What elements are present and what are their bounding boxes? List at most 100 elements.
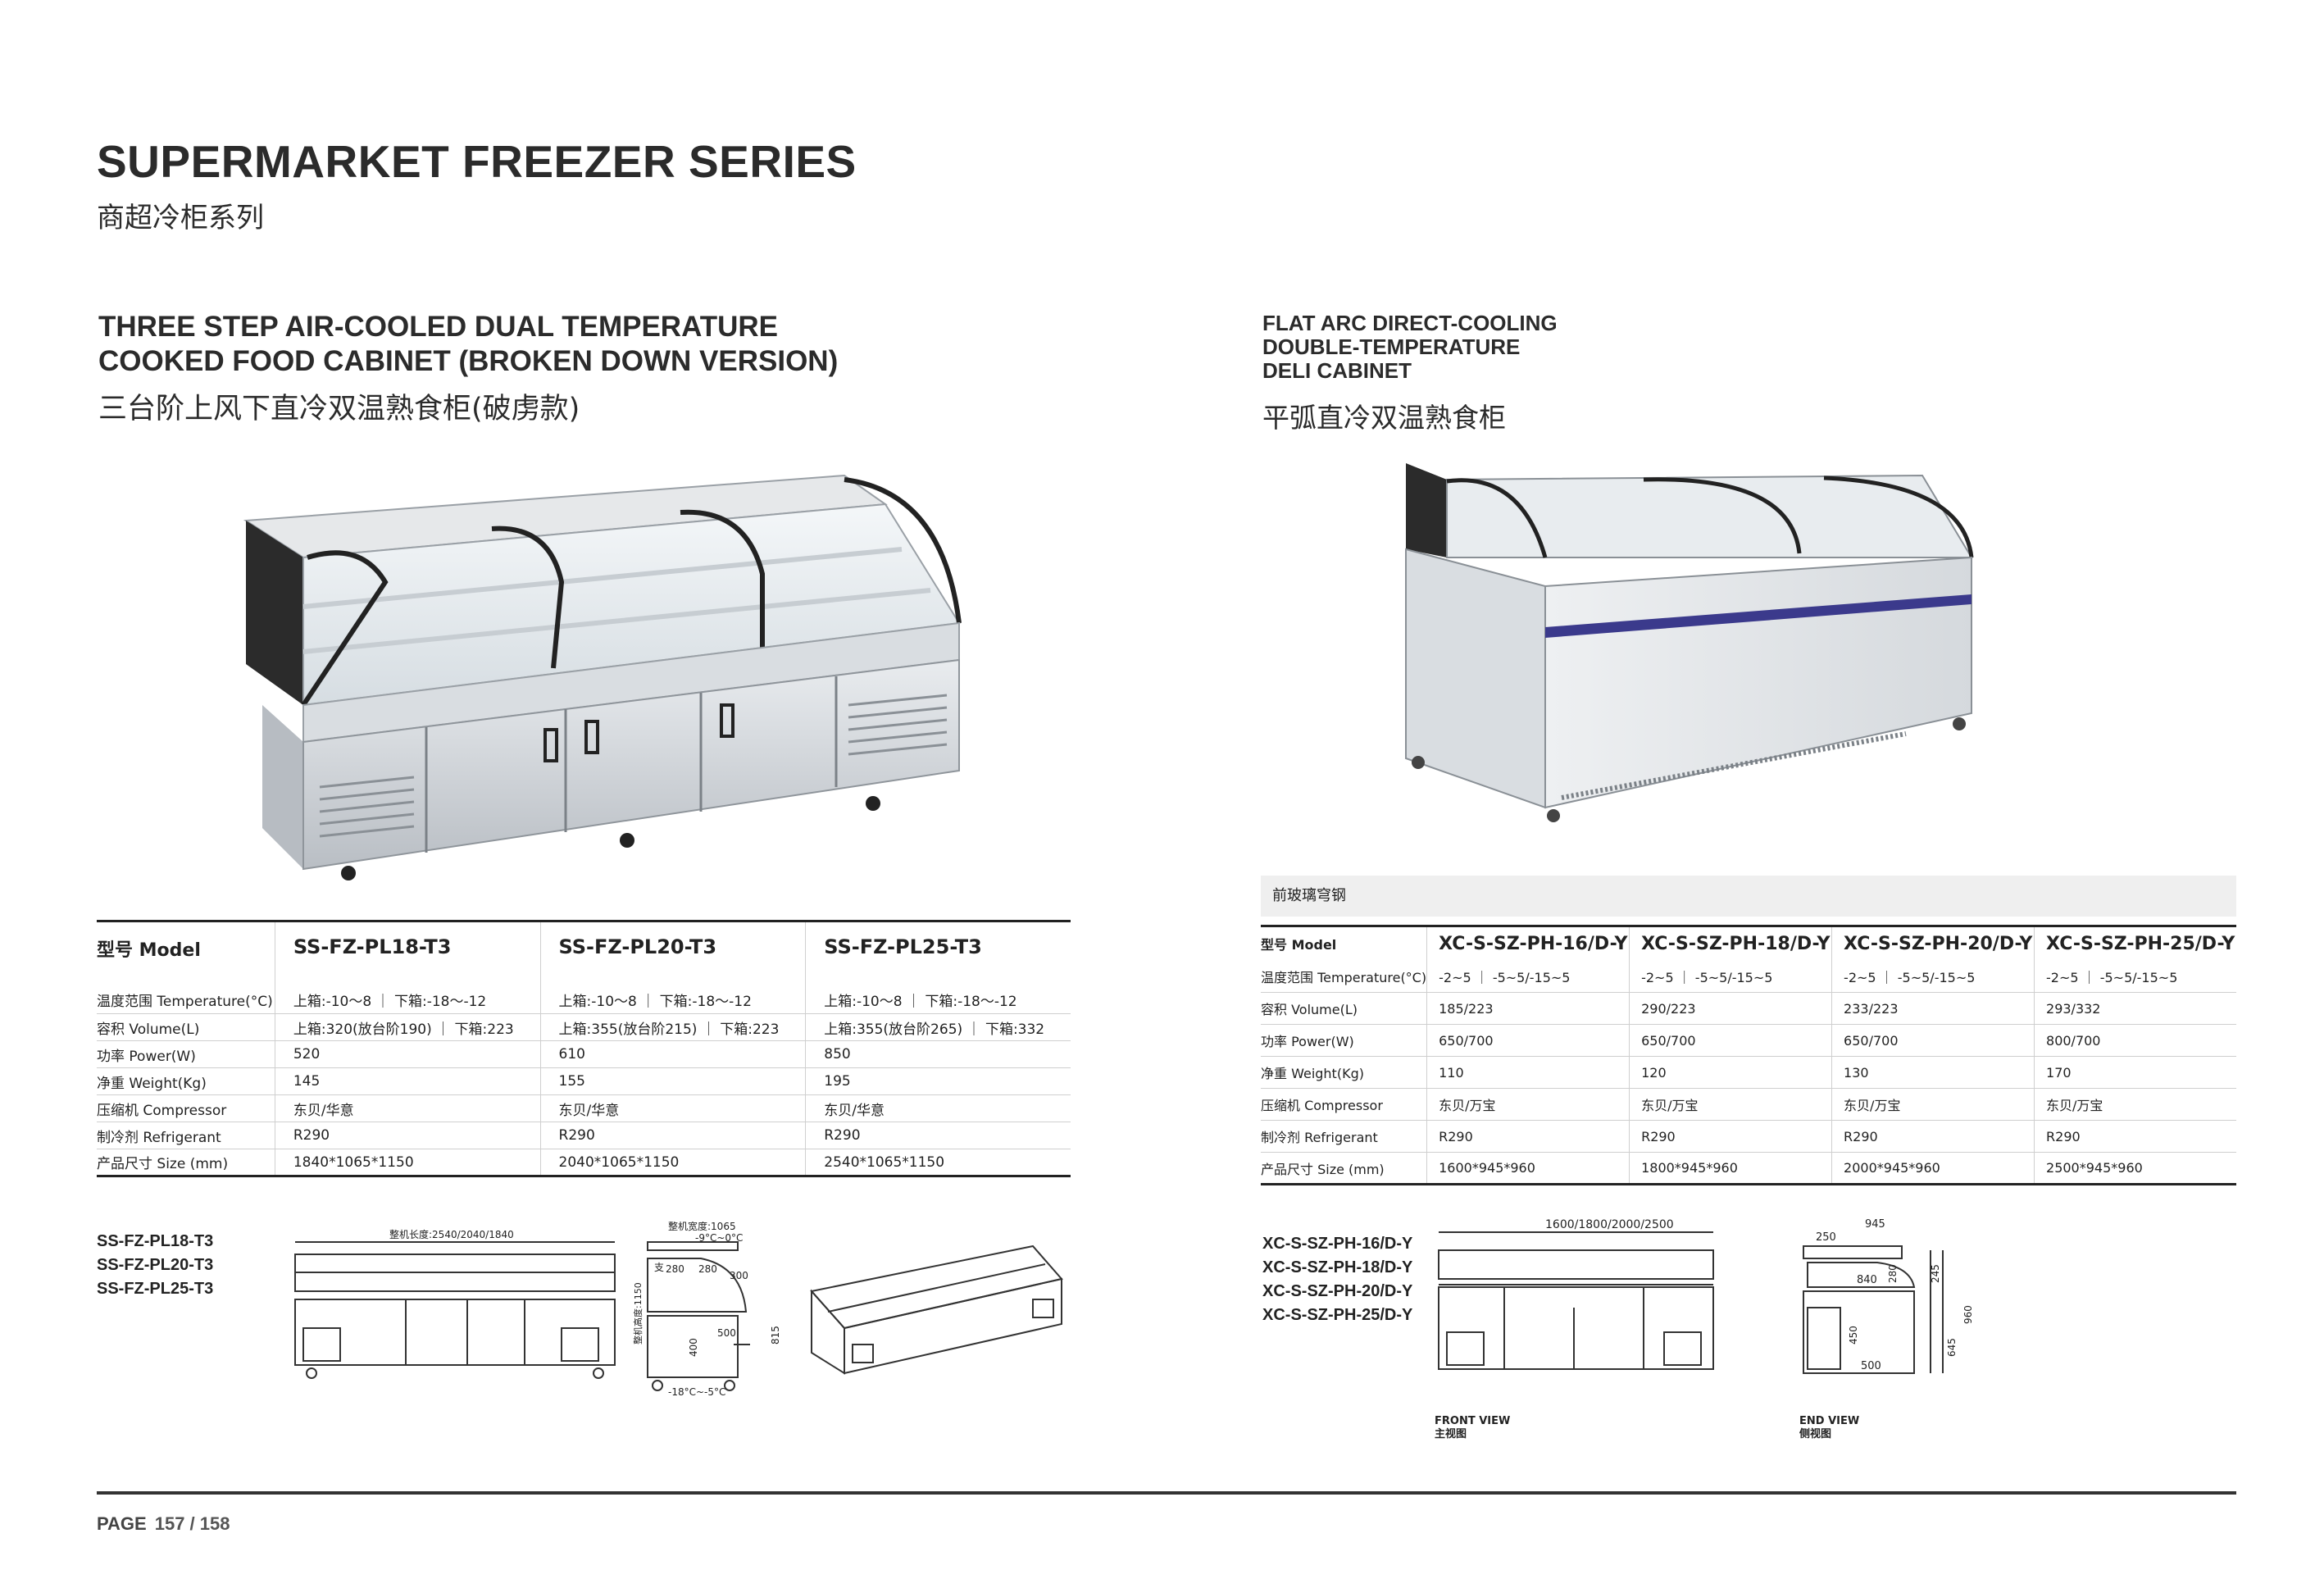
dim-300: 300 bbox=[730, 1270, 748, 1281]
page-subtitle-cn: 商超冷柜系列 bbox=[97, 202, 264, 234]
table-cell: 520 bbox=[274, 1040, 541, 1068]
table-row: 净重 Weight(Kg) 145 155 195 bbox=[97, 1067, 1071, 1095]
dim-450: 450 bbox=[1848, 1326, 1859, 1345]
row-label: 功率 Power(W) bbox=[97, 1040, 275, 1068]
table-cell: 东贝/华意 bbox=[274, 1094, 541, 1122]
table-cell: 2540*1065*1150 bbox=[805, 1149, 1071, 1177]
right-product-title-cn: 平弧直冷双温熟食柜 bbox=[1262, 402, 1506, 434]
table-row: 功率 Power(W) 520 610 850 bbox=[97, 1040, 1071, 1068]
right-title-line1: FLAT ARC DIRECT-COOLING bbox=[1262, 311, 1558, 335]
right-product-title: FLAT ARC DIRECT-COOLING DOUBLE-TEMPERATU… bbox=[1262, 312, 1558, 383]
model-item: XC-S-SZ-PH-16/D-Y bbox=[1262, 1235, 1413, 1253]
left-title-line1: THREE STEP AIR-COOLED DUAL TEMPERATURE bbox=[98, 311, 779, 343]
right-title-line3: DELI CABINET bbox=[1262, 358, 1412, 383]
front-length-label: 1600/1800/2000/2500 bbox=[1545, 1218, 1674, 1231]
table-cell: 800/700 bbox=[2034, 1024, 2236, 1057]
table-cell: R290 bbox=[1629, 1120, 1832, 1153]
table-cell: 东贝/万宝 bbox=[1426, 1088, 1630, 1121]
table-cell: R290 bbox=[805, 1122, 1071, 1149]
table-row: 净重 Weight(Kg) 110 120 130 170 bbox=[1261, 1056, 2236, 1089]
dim-280: 280 bbox=[1887, 1264, 1899, 1283]
temp-bottom-label: -18°C~-5°C bbox=[668, 1386, 725, 1398]
row-label: 温度范围 Temperature(°C) bbox=[1261, 960, 1427, 993]
right-title-line2: DOUBLE-TEMPERATURE bbox=[1262, 334, 1521, 359]
row-label: 压缩机 Compressor bbox=[97, 1094, 275, 1122]
table-cell: 155 bbox=[539, 1067, 806, 1095]
right-table-note: 前玻璃穹钢 bbox=[1261, 876, 2236, 917]
left-product-title-cn: 三台阶上风下直冷双温熟食柜(破虏款) bbox=[98, 393, 580, 425]
row-label: 净重 Weight(Kg) bbox=[97, 1067, 275, 1095]
table-cell: 东贝/华意 bbox=[805, 1094, 1071, 1122]
step-label: 支 bbox=[654, 1262, 664, 1273]
right-spec-table: 型号 Model XC-S-SZ-PH-16/D-Y XC-S-SZ-PH-18… bbox=[1261, 925, 2236, 1185]
dim-500: 500 bbox=[1861, 1360, 1881, 1372]
dim-815: 815 bbox=[770, 1326, 781, 1345]
table-cell: 上箱:-10～8 ｜ 下箱:-18～-12 bbox=[274, 986, 541, 1014]
table-cell: 2000*945*960 bbox=[1831, 1152, 2035, 1185]
dim-945: 945 bbox=[1865, 1218, 1885, 1231]
table-cell: 110 bbox=[1426, 1056, 1630, 1089]
table-cell: 290/223 bbox=[1629, 992, 1832, 1025]
table-row: 功率 Power(W) 650/700 650/700 650/700 800/… bbox=[1261, 1024, 2236, 1057]
row-label: 容积 Volume(L) bbox=[97, 1013, 275, 1041]
table-cell: 东贝/万宝 bbox=[1629, 1088, 1832, 1121]
table-header-cell: XC-S-SZ-PH-18/D-Y bbox=[1629, 925, 1832, 961]
page-footer: PAGE 157 / 158 bbox=[97, 1513, 230, 1535]
table-row: 温度范围 Temperature(°C) 上箱:-10～8 ｜ 下箱:-18～-… bbox=[97, 986, 1071, 1014]
table-cell: 130 bbox=[1831, 1056, 2035, 1089]
page-title: SUPERMARKET FREEZER SERIES bbox=[97, 136, 857, 187]
model-item: SS-FZ-PL25-T3 bbox=[97, 1280, 214, 1298]
left-product-title: THREE STEP AIR-COOLED DUAL TEMPERATURE C… bbox=[98, 310, 838, 379]
row-label: 温度范围 Temperature(°C) bbox=[97, 986, 275, 1014]
page-number: 157 / 158 bbox=[154, 1513, 230, 1534]
table-cell: 170 bbox=[2034, 1056, 2236, 1089]
table-cell: -2~5 ｜ -5~5/-15~5 bbox=[2034, 960, 2236, 993]
table-cell: 195 bbox=[805, 1067, 1071, 1095]
table-row: 压缩机 Compressor 东贝/万宝 东贝/万宝 东贝/万宝 东贝/万宝 bbox=[1261, 1088, 2236, 1121]
table-cell: 120 bbox=[1629, 1056, 1832, 1089]
table-header-cell: SS-FZ-PL20-T3 bbox=[539, 920, 806, 987]
width-label: 整机宽度:1065 bbox=[668, 1222, 736, 1232]
table-header-cell: SS-FZ-PL18-T3 bbox=[274, 920, 541, 987]
table-header-cell: XC-S-SZ-PH-20/D-Y bbox=[1831, 925, 2035, 961]
table-cell: 东贝/万宝 bbox=[2034, 1088, 2236, 1121]
table-header-cell: 型号 Model bbox=[97, 920, 275, 987]
table-row: 容积 Volume(L) 185/223 290/223 233/223 293… bbox=[1261, 992, 2236, 1025]
table-cell: R290 bbox=[1426, 1120, 1630, 1153]
left-technical-drawings: 整机长度:2540/2040/1840 整机宽度:1065 -9°C~0°C 支… bbox=[294, 1222, 1063, 1398]
table-header-cell: SS-FZ-PL25-T3 bbox=[805, 920, 1071, 987]
table-cell: 650/700 bbox=[1629, 1024, 1832, 1057]
left-spec-table: 型号 Model SS-FZ-PL18-T3 SS-FZ-PL20-T3 SS-… bbox=[97, 920, 1071, 1177]
table-cell: R290 bbox=[539, 1122, 806, 1149]
table-cell: 233/223 bbox=[1831, 992, 2035, 1025]
front-view-cn: 主视图 bbox=[1435, 1428, 1467, 1440]
length-label: 整机长度:2540/2040/1840 bbox=[389, 1228, 514, 1240]
model-item: XC-S-SZ-PH-18/D-Y bbox=[1262, 1258, 1413, 1276]
dim-245: 245 bbox=[1930, 1264, 1941, 1283]
table-row: 温度范围 Temperature(°C) -2~5 ｜ -5~5/-15~5 -… bbox=[1261, 960, 2236, 993]
model-item: XC-S-SZ-PH-25/D-Y bbox=[1262, 1306, 1413, 1324]
table-cell: R290 bbox=[2034, 1120, 2236, 1153]
model-item: SS-FZ-PL18-T3 bbox=[97, 1232, 214, 1250]
table-cell: 610 bbox=[539, 1040, 806, 1068]
page-label: PAGE bbox=[97, 1513, 147, 1534]
table-cell: 650/700 bbox=[1426, 1024, 1630, 1057]
table-cell: 上箱:355(放台阶265) ｜ 下箱:332 bbox=[805, 1013, 1071, 1041]
end-view-label: END VIEW 侧视图 bbox=[1799, 1415, 1859, 1441]
table-cell: 2040*1065*1150 bbox=[539, 1149, 806, 1177]
table-cell: -2~5 ｜ -5~5/-15~5 bbox=[1629, 960, 1832, 993]
height-label: 整机高度:1150 bbox=[632, 1282, 644, 1345]
right-product-photo bbox=[1405, 463, 1974, 822]
dim-280b: 280 bbox=[698, 1263, 717, 1275]
table-cell: 上箱:-10～8 ｜ 下箱:-18～-12 bbox=[539, 986, 806, 1014]
table-header-cell: XC-S-SZ-PH-25/D-Y bbox=[2034, 925, 2236, 961]
front-view-en: FRONT VIEW bbox=[1435, 1415, 1511, 1427]
footer-divider bbox=[97, 1491, 2236, 1495]
right-model-list: XC-S-SZ-PH-16/D-Y XC-S-SZ-PH-18/D-Y XC-S… bbox=[1262, 1232, 1412, 1327]
table-header-row: 型号 Model SS-FZ-PL18-T3 SS-FZ-PL20-T3 SS-… bbox=[97, 920, 1071, 987]
table-cell: 1600*945*960 bbox=[1426, 1152, 1630, 1185]
row-label: 产品尺寸 Size (mm) bbox=[97, 1149, 275, 1177]
temp-top-label: -9°C~0°C bbox=[695, 1232, 743, 1244]
row-label: 功率 Power(W) bbox=[1261, 1024, 1427, 1057]
left-product-photo bbox=[243, 474, 962, 880]
